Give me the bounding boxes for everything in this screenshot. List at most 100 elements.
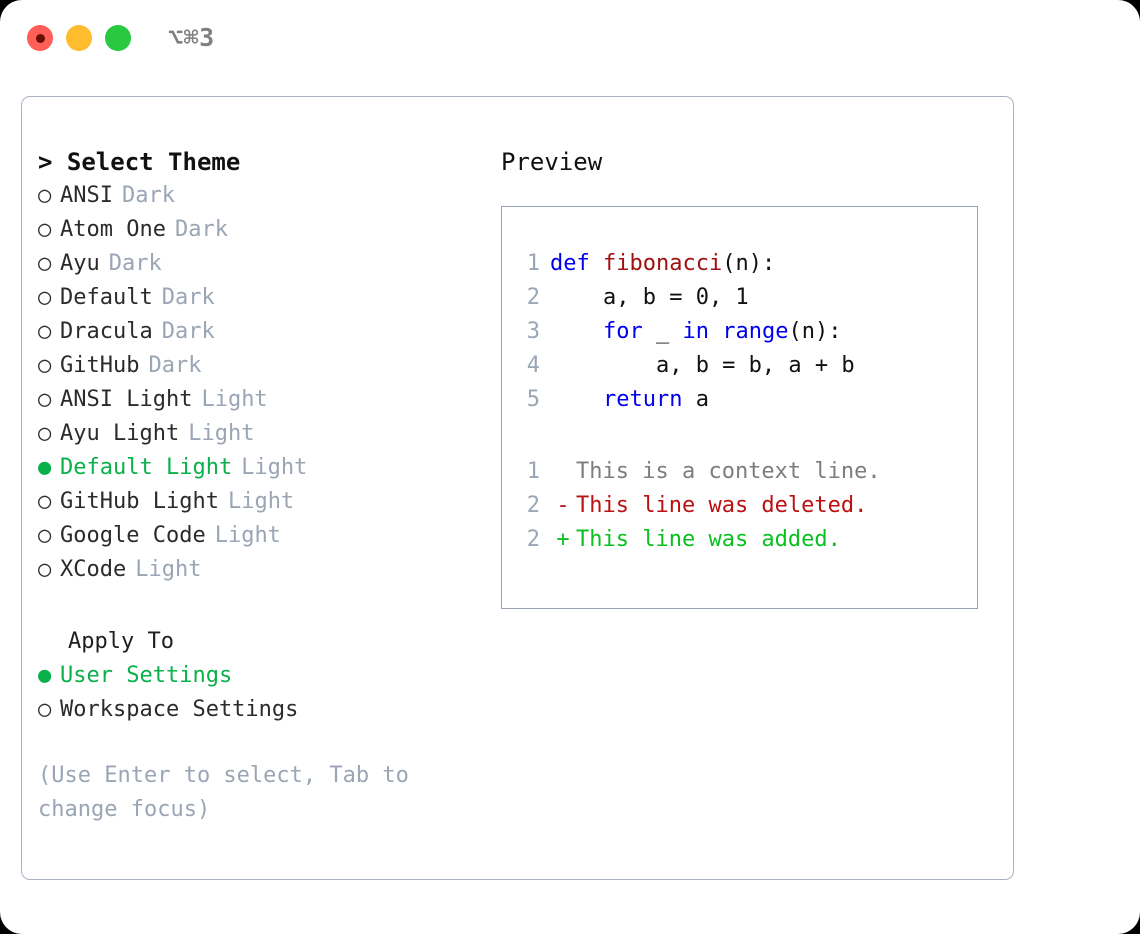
line-number: 2 xyxy=(526,285,540,310)
token-kw: in xyxy=(682,319,709,344)
radio-unselected-icon: ○ xyxy=(38,217,52,242)
radio-unselected-icon: ○ xyxy=(38,387,52,412)
diff-line-add: 2+This line was added. xyxy=(502,523,977,557)
theme-variant-badge: Dark xyxy=(174,217,228,242)
theme-option-label: GitHub xyxy=(60,353,140,378)
theme-option-label: ANSI Light xyxy=(60,387,193,412)
close-button-icon[interactable] xyxy=(27,25,53,51)
radio-selected-icon: ● xyxy=(38,455,52,480)
theme-option-label: Google Code xyxy=(60,523,206,548)
apply-to-option-0[interactable]: ● User Settings xyxy=(38,659,488,693)
preview-heading: Preview xyxy=(501,148,603,176)
code-line: 5 return a xyxy=(502,383,977,417)
code-text: def fibonacci(n): xyxy=(550,247,775,281)
line-number: 2 xyxy=(526,493,540,518)
theme-option-10[interactable]: ○ Google Code Light xyxy=(38,519,488,553)
code-line: 4 a, b = b, a + b xyxy=(502,349,977,383)
theme-option-7[interactable]: ○ Ayu Light Light xyxy=(38,417,488,451)
theme-option-1[interactable]: ○ Atom One Dark xyxy=(38,213,488,247)
token-kw: for xyxy=(602,319,643,344)
code-text: for _ in range(n): xyxy=(550,315,841,349)
token-plain xyxy=(550,387,603,412)
token-plain xyxy=(709,319,722,344)
apply-to-label: Apply To xyxy=(68,629,174,654)
code-text: a, b = 0, 1 xyxy=(550,281,749,315)
traffic-lights xyxy=(27,25,131,51)
line-number: 1 xyxy=(526,251,540,276)
theme-option-label: Default xyxy=(60,285,153,310)
theme-variant-badge: Light xyxy=(188,421,255,446)
keyboard-shortcut-label: ⌥⌘3 xyxy=(168,23,215,52)
title-bar: ⌥⌘3 xyxy=(0,0,1140,76)
radio-selected-icon: ● xyxy=(38,663,52,688)
theme-option-label: ANSI xyxy=(60,183,113,208)
theme-option-label: Dracula xyxy=(60,319,153,344)
token-punct: (n): xyxy=(722,251,776,276)
radio-unselected-icon: ○ xyxy=(38,285,52,310)
line-number: 4 xyxy=(526,353,540,378)
keyboard-hint-text: (Use Enter to select, Tab to change focu… xyxy=(38,763,423,822)
theme-option-label: GitHub Light xyxy=(60,489,219,514)
line-number: 1 xyxy=(526,459,540,484)
token-plain: a xyxy=(682,387,709,412)
theme-option-label: Atom One xyxy=(60,217,166,242)
diff-line-context: 1 This is a context line. xyxy=(502,455,977,489)
diff-marker: - xyxy=(556,493,570,518)
theme-option-label: Ayu Light xyxy=(60,421,180,446)
radio-unselected-icon: ○ xyxy=(38,697,52,722)
theme-variant-badge: Light xyxy=(135,557,202,582)
apply-to-option-label: Workspace Settings xyxy=(60,697,299,722)
diff-text: This line was deleted. xyxy=(576,493,868,518)
token-kw: return xyxy=(602,387,683,412)
theme-option-label: XCode xyxy=(60,557,127,582)
page-title: > Select Theme xyxy=(38,148,241,176)
token-plain: _ xyxy=(642,319,683,344)
theme-variant-badge: Dark xyxy=(161,319,215,344)
token-punct: (n): xyxy=(788,319,842,344)
radio-unselected-icon: ○ xyxy=(38,183,52,208)
theme-variant-badge: Dark xyxy=(108,251,162,276)
token-kw: def xyxy=(550,251,603,276)
apply-to-option-1[interactable]: ○ Workspace Settings xyxy=(38,693,488,727)
theme-option-6[interactable]: ○ ANSI Light Light xyxy=(38,383,488,417)
diff-text: This is a context line. xyxy=(576,459,881,484)
spacer xyxy=(38,587,488,625)
diff-marker xyxy=(550,455,576,489)
apply-to-option-label: User Settings xyxy=(60,663,233,688)
line-number: 3 xyxy=(526,319,540,344)
minimize-button-icon[interactable] xyxy=(66,25,92,51)
token-plain: a, b = b, a + b xyxy=(550,353,855,378)
code-line: 3 for _ in range(n): xyxy=(502,315,977,349)
radio-unselected-icon: ○ xyxy=(38,523,52,548)
zoom-button-icon[interactable] xyxy=(105,25,131,51)
code-line: 2 a, b = 0, 1 xyxy=(502,281,977,315)
token-plain: a, b = 0, 1 xyxy=(550,285,749,310)
token-kw: range xyxy=(722,319,789,344)
code-text: return a xyxy=(550,383,709,417)
diff-line-del: 2-This line was deleted. xyxy=(502,489,977,523)
radio-unselected-icon: ○ xyxy=(38,489,52,514)
line-number: 2 xyxy=(526,527,540,552)
theme-variant-badge: Light xyxy=(201,387,268,412)
code-text: a, b = b, a + b xyxy=(550,349,855,383)
token-fn: fibonacci xyxy=(602,251,723,276)
theme-variant-badge: Dark xyxy=(148,353,202,378)
token-plain xyxy=(550,319,603,344)
radio-unselected-icon: ○ xyxy=(38,251,52,276)
radio-unselected-icon: ○ xyxy=(38,421,52,446)
apply-to-option-list: ● User Settings ○ Workspace Settings xyxy=(38,659,488,727)
theme-variant-badge: Light xyxy=(214,523,281,548)
